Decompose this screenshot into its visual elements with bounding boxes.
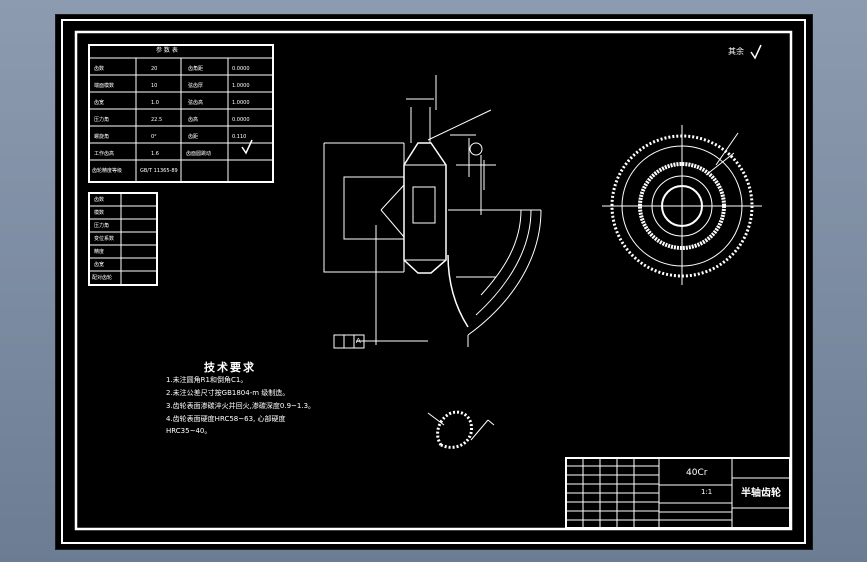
param-cell: 螺旋角 — [94, 134, 110, 140]
small-table-cell: 齿宽 — [94, 262, 105, 268]
small-table-cell: 模数 — [94, 210, 105, 216]
small-table-cell: 压力角 — [94, 223, 110, 229]
param-cell: 0.0000 — [232, 117, 250, 123]
inner-border — [74, 30, 793, 531]
gear-front-view — [602, 125, 762, 285]
param-cell: 齿高 — [188, 117, 199, 123]
cad-viewport[interactable]: 其余 参 数 表 齿数 20 齿角距 0.0000 端面模数 10 弦齿厚 1.… — [55, 14, 813, 550]
param-cell: 1.0000 — [232, 100, 250, 106]
gear-drawing — [61, 19, 806, 544]
param-cell: 压力角 — [94, 117, 110, 123]
roughness-check-mark — [241, 139, 253, 155]
outer-border — [61, 19, 806, 544]
param-cell: 22.5 — [151, 117, 163, 123]
tech-requirement-line: 4.齿轮表面硬度HRC58~63, 心部硬度 — [166, 415, 286, 423]
small-table-cell: 变位系数 — [94, 236, 115, 242]
param-cell: 20 — [151, 66, 158, 72]
param-cell: 弦齿高 — [188, 100, 204, 106]
roughness-symbol — [750, 44, 762, 60]
param-cell: 0.110 — [232, 134, 247, 140]
parameter-table-title: 参 数 表 — [156, 47, 178, 54]
param-cell: 1.0 — [151, 100, 159, 106]
param-cell: 10 — [151, 83, 158, 89]
small-table-lines — [88, 192, 158, 286]
param-cell: 齿角距 — [188, 66, 204, 72]
tech-requirement-line: HRC35~40。 — [166, 427, 212, 435]
tech-requirements-title: 技术要求 — [204, 361, 256, 374]
small-table-cell: 齿数 — [94, 197, 105, 203]
small-table-cell: 配对齿轮 — [92, 275, 113, 281]
tolerance-frame — [333, 334, 365, 349]
param-cell: 齿轮精度等级 — [92, 168, 123, 174]
param-cell: 端面模数 — [94, 83, 115, 89]
param-cell: 齿宽 — [94, 100, 105, 106]
param-cell: 1.6 — [151, 151, 159, 157]
param-cell: 齿面圆跳动 — [186, 151, 212, 157]
param-cell: 工作齿高 — [94, 151, 115, 157]
tooth-detail-view — [427, 410, 495, 449]
tech-requirement-line: 3.齿轮表面渗碳淬火并回火,渗碳深度0.9~1.3。 — [166, 402, 316, 410]
parameter-table-lines — [88, 44, 274, 183]
part-name: 半轴齿轮 — [741, 488, 781, 499]
param-cell: 0° — [151, 134, 157, 140]
section-view — [323, 75, 542, 347]
tech-requirement-line: 2.未注公差尺寸按GB1804-m 级制造。 — [166, 389, 290, 397]
small-table-cell: 精度 — [94, 249, 105, 255]
material-label: 40Cr — [686, 468, 708, 478]
param-cell: 0.0000 — [232, 66, 250, 72]
title-block-lines — [565, 457, 791, 529]
roughness-corner-label: 其余 — [728, 47, 744, 56]
tech-requirement-line: 1.未注圆角R1和倒角C1。 — [166, 376, 248, 384]
datum-label: A — [356, 337, 361, 345]
param-cell: 1.0000 — [232, 83, 250, 89]
scale-label: 1:1 — [701, 488, 713, 496]
param-cell: 齿距 — [188, 134, 199, 140]
param-cell: 齿数 — [94, 66, 105, 72]
param-cell: 弦齿厚 — [188, 83, 204, 89]
param-cell: GB/T 11365-89 — [140, 168, 178, 174]
